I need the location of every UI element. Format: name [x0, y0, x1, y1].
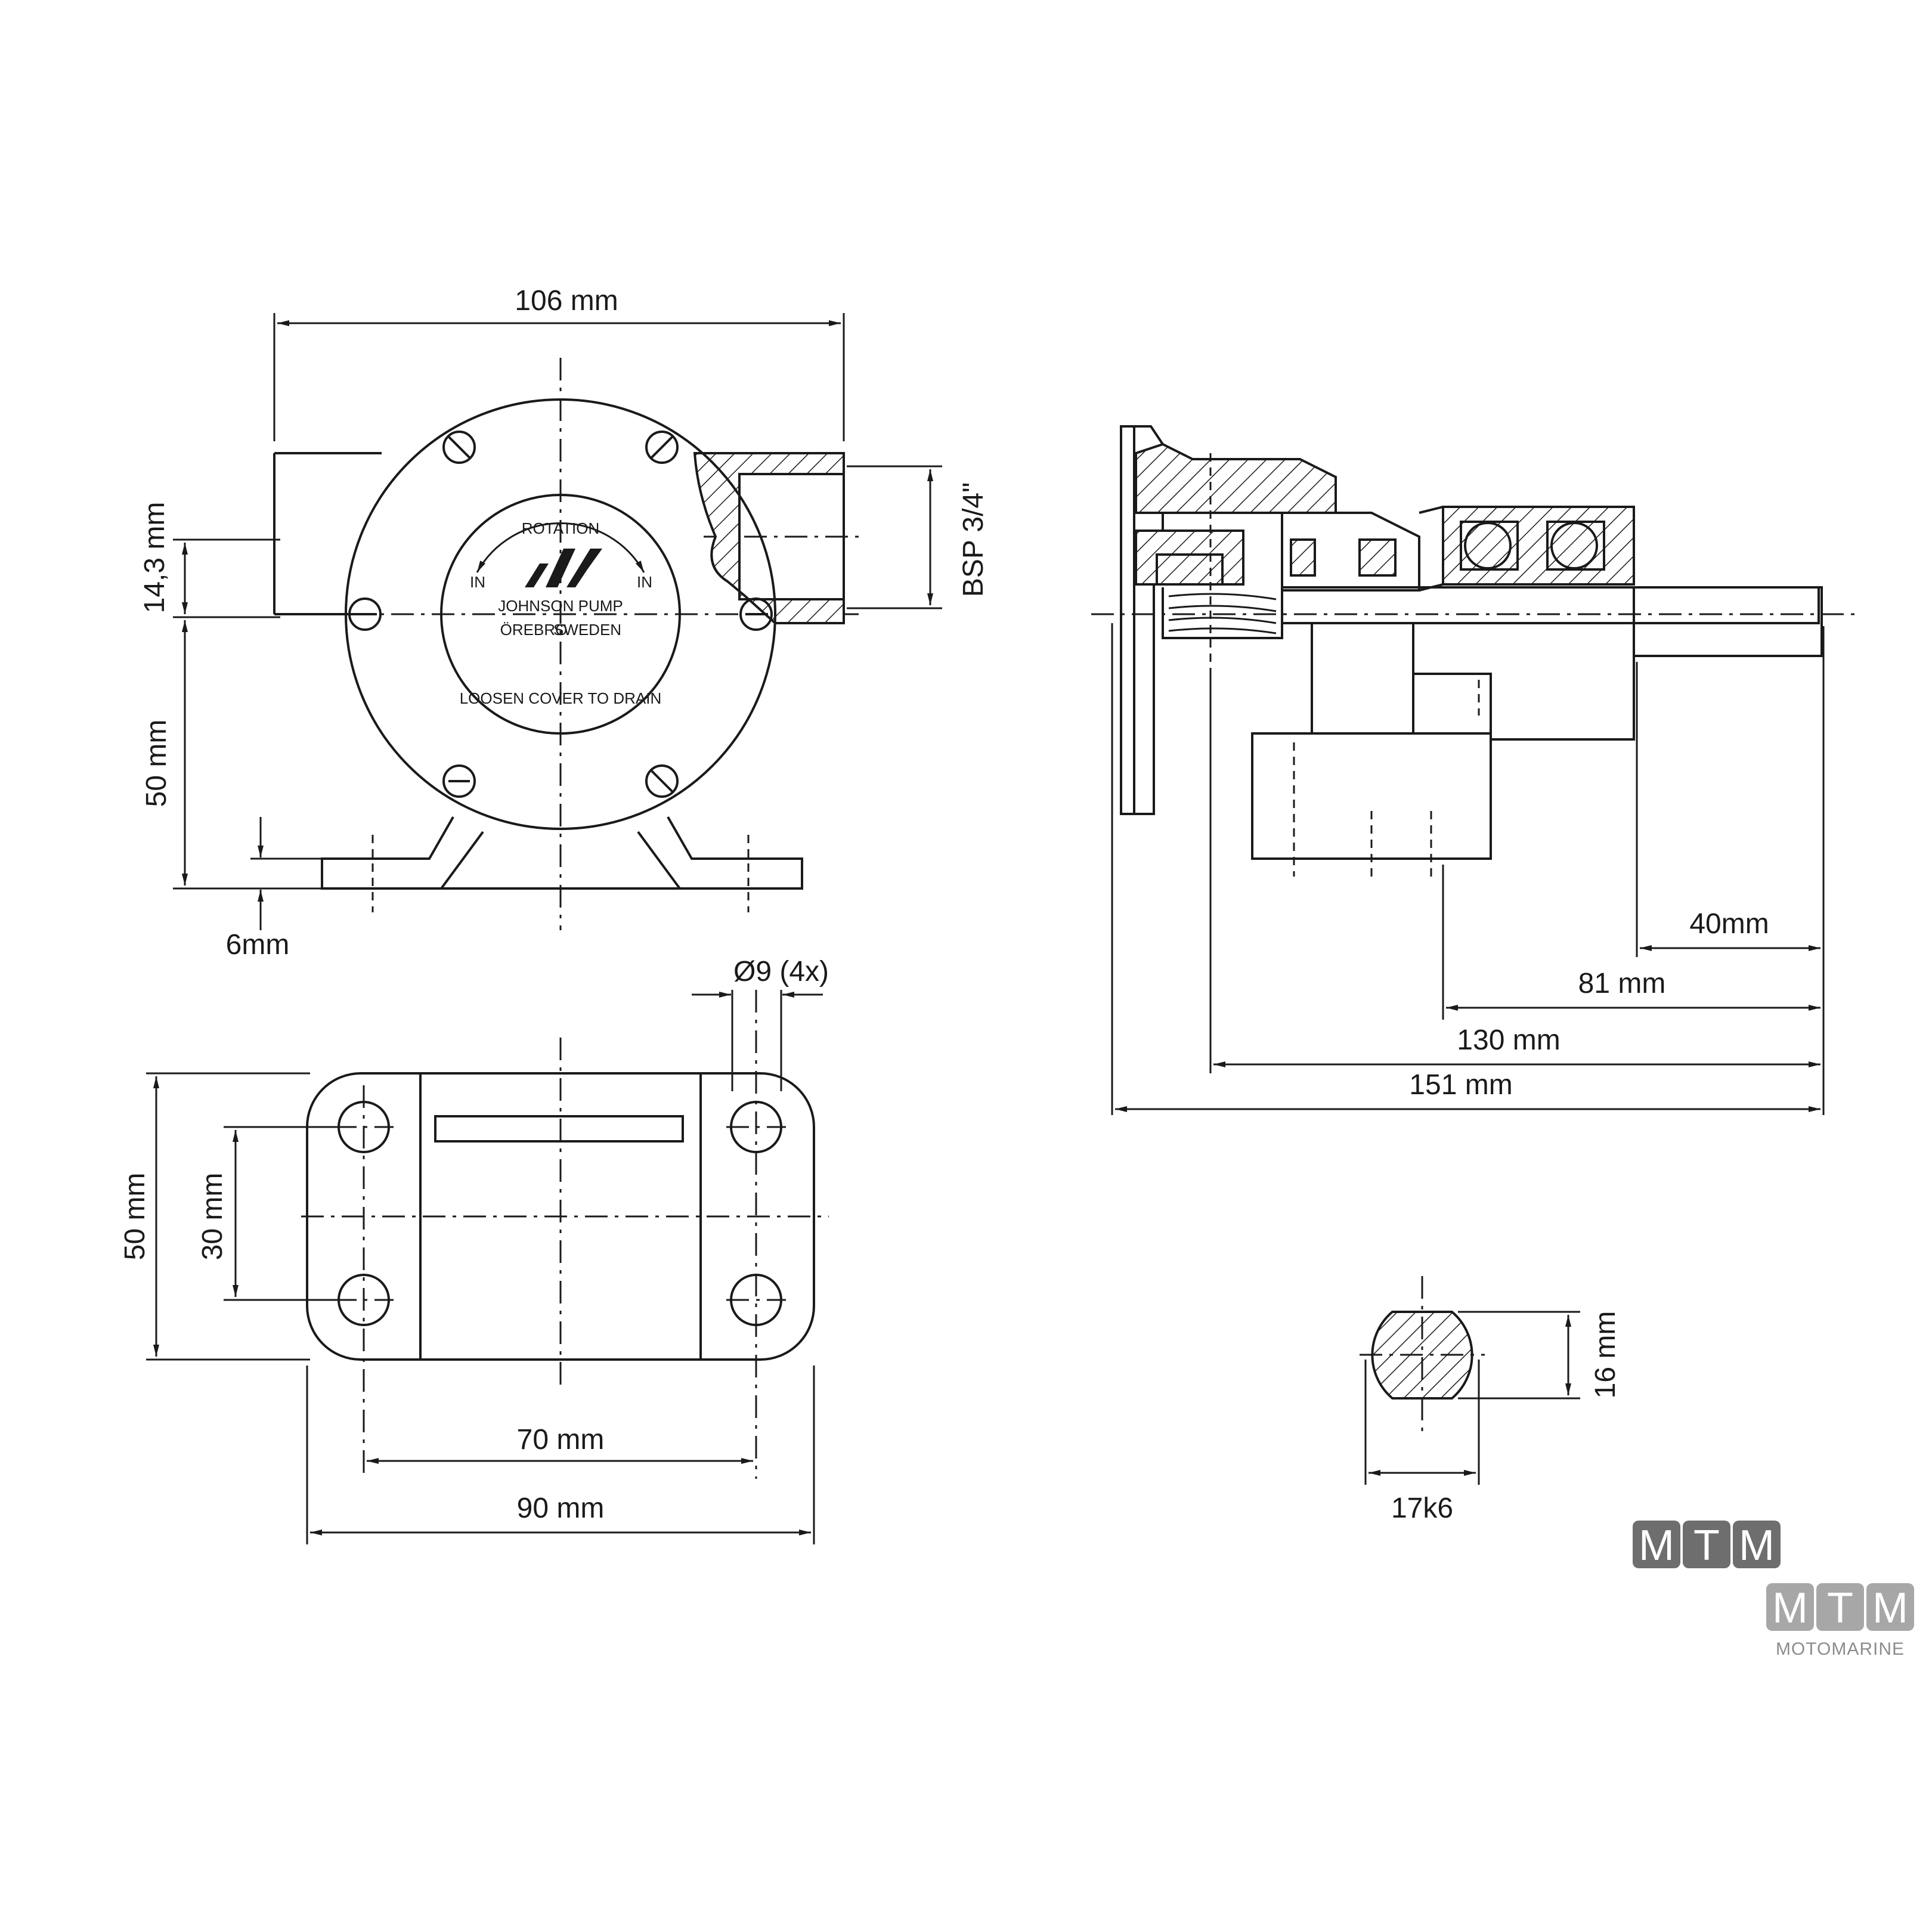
logo-letter-1: M: [1639, 1522, 1674, 1569]
dim-90: 90 mm: [306, 1366, 815, 1544]
dim-70: 70 mm: [367, 1424, 753, 1464]
offset-14-3-label: 14,3 mm: [139, 502, 171, 614]
logo2-letter-3: M: [1872, 1584, 1908, 1632]
dim-151-label: 151 mm: [1409, 1069, 1512, 1101]
dim-bsp: BSP 3/4": [847, 465, 989, 609]
foot-6-label: 6mm: [226, 929, 290, 961]
drain-note-text: LOOSEN COVER TO DRAIN: [460, 689, 662, 707]
johnson-logo: [525, 549, 602, 587]
logo-letter-2: T: [1693, 1522, 1720, 1569]
cover-label: ROTATION IN IN JOHNSON PUMP ÖREBRO SWEDE…: [460, 519, 662, 707]
front-view: ROTATION IN IN JOHNSON PUMP ÖREBRO SWEDE…: [139, 285, 989, 961]
dim-40: 40mm: [1640, 908, 1820, 951]
cover-screws: [348, 431, 773, 798]
in-right-text: IN: [637, 573, 652, 591]
dim-81-label: 81 mm: [1578, 968, 1666, 999]
dim-151: 151 mm: [1115, 1069, 1820, 1112]
logo-letter-3: M: [1739, 1522, 1775, 1569]
shaft-section: 16 mm 17k6: [1360, 1276, 1621, 1524]
dim-40-label: 40mm: [1689, 908, 1769, 940]
dim-50-height: 50 mm: [141, 620, 322, 890]
height-50-label: 50 mm: [141, 720, 172, 807]
mtm-logo-dark: M T M: [1633, 1521, 1781, 1569]
width-106-label: 106 mm: [515, 285, 618, 317]
rotation-text: ROTATION: [522, 519, 599, 537]
spacing-70-label: 70 mm: [517, 1424, 605, 1456]
depth-50-label: 50 mm: [119, 1173, 151, 1261]
dim-30: 30 mm: [197, 1126, 340, 1301]
dim-130: 130 mm: [1213, 1024, 1820, 1067]
spacing-30-label: 30 mm: [197, 1173, 228, 1261]
dim-130-label: 130 mm: [1457, 1024, 1560, 1056]
diameter-17k6-label: 17k6: [1391, 1493, 1453, 1524]
country-text: SWEDEN: [553, 621, 621, 639]
dim-hole: Ø9 (4x): [692, 956, 829, 1091]
side-view: 40mm 81 mm 130 mm 151 mm: [1091, 425, 1854, 1115]
base-view: Ø9 (4x) 50 mm 30 mm 70 mm 90 mm: [119, 956, 829, 1544]
flat-16-label: 16 mm: [1590, 1311, 1621, 1399]
mtm-logo-light: M T M MOTOMARINE: [1766, 1583, 1914, 1659]
logo2-letter-2: T: [1827, 1584, 1853, 1632]
dim-6: 6mm: [226, 817, 334, 961]
width-90-label: 90 mm: [517, 1493, 605, 1524]
dim-81: 81 mm: [1446, 968, 1820, 1011]
mounting-holes: [334, 990, 786, 1479]
dim-16: 16 mm: [1458, 1311, 1621, 1400]
dim-50-depth: 50 mm: [119, 1072, 310, 1361]
hole-dia-label: Ø9 (4x): [733, 956, 829, 987]
logo-subtitle: MOTOMARINE: [1776, 1639, 1905, 1659]
dim-14-3: 14,3 mm: [139, 502, 280, 618]
logo2-letter-1: M: [1772, 1584, 1808, 1632]
brand-text: JOHNSON PUMP: [498, 597, 623, 615]
bsp-label: BSP 3/4": [958, 482, 989, 597]
dim-17k6: 17k6: [1364, 1360, 1480, 1524]
dim-106: 106 mm: [273, 285, 845, 441]
city-text: ÖREBRO: [500, 621, 568, 639]
in-left-text: IN: [470, 573, 485, 591]
